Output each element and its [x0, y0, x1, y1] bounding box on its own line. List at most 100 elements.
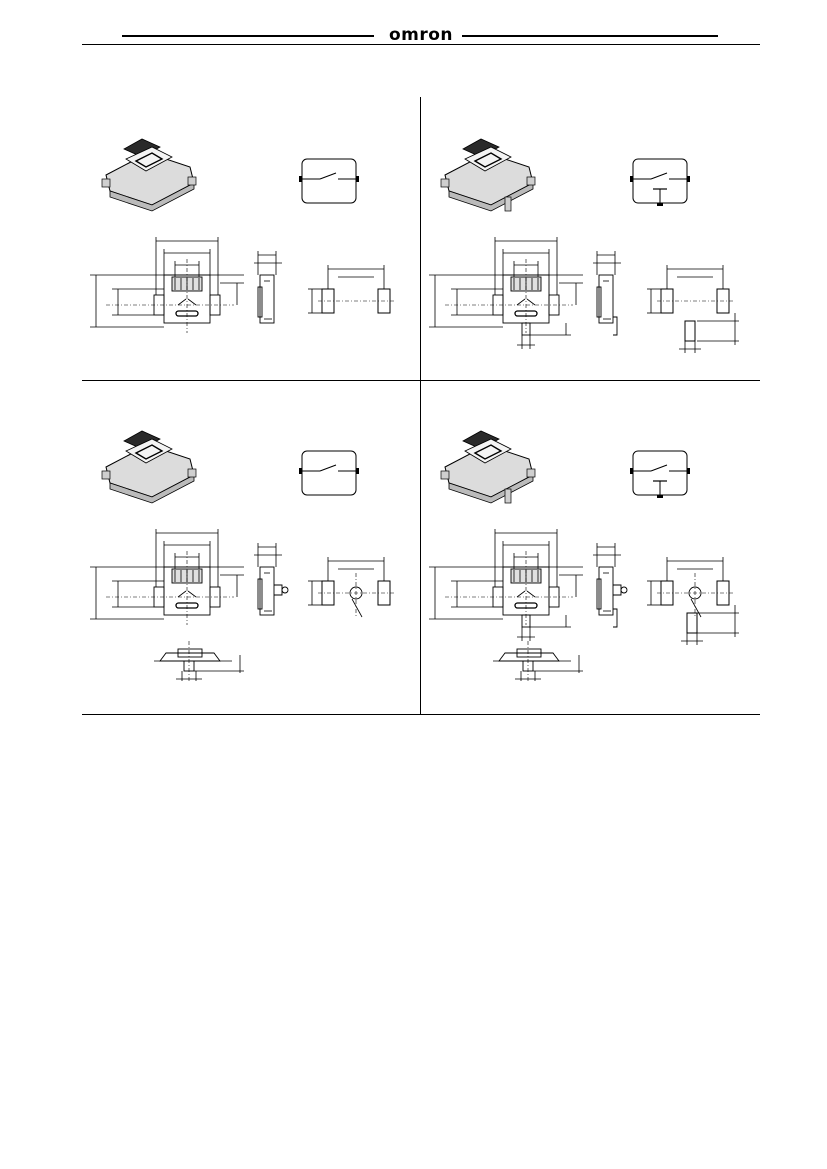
front-view-ground-terminal	[521, 322, 531, 336]
side-view-body	[259, 274, 275, 324]
front-view-detail	[516, 298, 526, 306]
device-terminal-right	[526, 176, 536, 186]
schematic-symbol	[299, 450, 359, 496]
schematic-terminal-left	[299, 176, 302, 182]
device-terminal-left	[101, 178, 111, 188]
device-illustration	[101, 430, 197, 504]
brand-logo: omron	[388, 25, 454, 45]
panel-bottom-right	[421, 381, 760, 681]
horizontal-divider	[82, 380, 760, 381]
header-rule-left	[122, 35, 374, 37]
bottom-view-knob	[177, 648, 203, 658]
device-base	[109, 474, 195, 504]
front-view	[429, 529, 583, 641]
drawing-bottom-right	[429, 430, 739, 681]
drawing-top-left	[90, 138, 394, 333]
front-view-detail	[187, 590, 197, 598]
device-lever	[134, 152, 164, 168]
panel-bottom-left	[82, 381, 421, 681]
bottom-view-knob	[516, 648, 542, 658]
schematic-frame	[301, 450, 357, 496]
front-view-detail	[526, 590, 536, 598]
device-terminal-right	[187, 468, 197, 478]
device-actuator	[125, 438, 173, 464]
schematic-symbol	[299, 158, 359, 204]
device-actuator	[125, 146, 173, 172]
pcb-pad-ground	[684, 320, 696, 342]
panel-top-left	[82, 97, 421, 380]
schematic-terminal-ground	[657, 203, 663, 206]
side-view-ground-terminal	[613, 316, 618, 336]
side-view-boss-tip	[281, 586, 289, 594]
schematic-contact	[319, 464, 337, 472]
side-view-flange	[257, 286, 263, 318]
pcb-pad-ground	[686, 612, 698, 634]
side-view-body	[598, 274, 614, 324]
schematic-terminal-left	[630, 468, 633, 474]
device-illustration	[440, 430, 536, 504]
side-view-body	[259, 566, 275, 616]
side-view-boss-tip	[620, 586, 628, 594]
schematic-contact	[319, 172, 337, 180]
side-view-flange	[596, 578, 602, 610]
side-view-boss	[274, 584, 283, 596]
side-view-boss	[613, 584, 622, 596]
side-view	[254, 543, 289, 616]
drawing-group	[90, 138, 394, 333]
device-base	[448, 474, 534, 504]
side-view-flange	[596, 286, 602, 318]
drawing-group	[90, 430, 394, 681]
drawing-group	[429, 138, 739, 353]
pcb-pattern	[308, 557, 394, 618]
bottom-view	[154, 641, 244, 681]
front-view	[429, 237, 583, 349]
pcb-pattern	[647, 557, 739, 645]
schematic-terminal-left	[299, 468, 302, 474]
schematic-symbol	[630, 158, 690, 206]
schematic-contact	[650, 464, 668, 472]
front-view-ground-terminal	[521, 614, 531, 628]
front-view-detail	[187, 298, 197, 306]
side-view-body	[598, 566, 614, 616]
side-view-ground-terminal	[613, 608, 618, 628]
drawing-group	[429, 430, 739, 681]
device-lever	[134, 444, 164, 460]
device-terminal-right	[187, 176, 197, 186]
schematic-terminal-left	[630, 176, 633, 182]
device-base	[448, 182, 534, 212]
schematic-terminal-right	[356, 176, 359, 182]
front-view-detail	[516, 590, 526, 598]
device-terminal-right	[526, 468, 536, 478]
header-rule-right	[462, 35, 718, 37]
pcb-boss-hole	[349, 586, 363, 600]
drawing-top-right	[429, 138, 739, 353]
top-rule	[82, 44, 760, 45]
page-header: omron	[0, 0, 827, 60]
device-terminal-left	[101, 470, 111, 480]
pcb-pattern	[308, 265, 394, 314]
device-terminal-left	[440, 470, 450, 480]
device-lever	[473, 444, 503, 460]
front-view-detail	[526, 298, 536, 306]
device-actuator	[464, 146, 512, 172]
side-view	[593, 251, 621, 336]
drawing-grid	[82, 97, 760, 715]
front-view-detail	[177, 590, 187, 598]
vertical-divider	[420, 97, 421, 715]
drawing-bottom-left	[90, 430, 394, 681]
front-view	[90, 237, 244, 333]
device-illustration	[101, 138, 197, 212]
pcb-pattern	[647, 265, 739, 353]
device-lever	[473, 152, 503, 168]
device-base	[109, 182, 195, 212]
schematic-terminal-right	[356, 468, 359, 474]
schematic-terminal-ground	[657, 495, 663, 498]
pcb-hole-leader	[690, 598, 702, 618]
schematic-terminal-right	[687, 176, 690, 182]
pcb-hole-leader	[351, 598, 363, 618]
side-view	[254, 251, 282, 324]
schematic-symbol	[630, 450, 690, 498]
panel-top-right	[421, 97, 760, 380]
side-view-flange	[257, 578, 263, 610]
front-view	[90, 529, 244, 625]
